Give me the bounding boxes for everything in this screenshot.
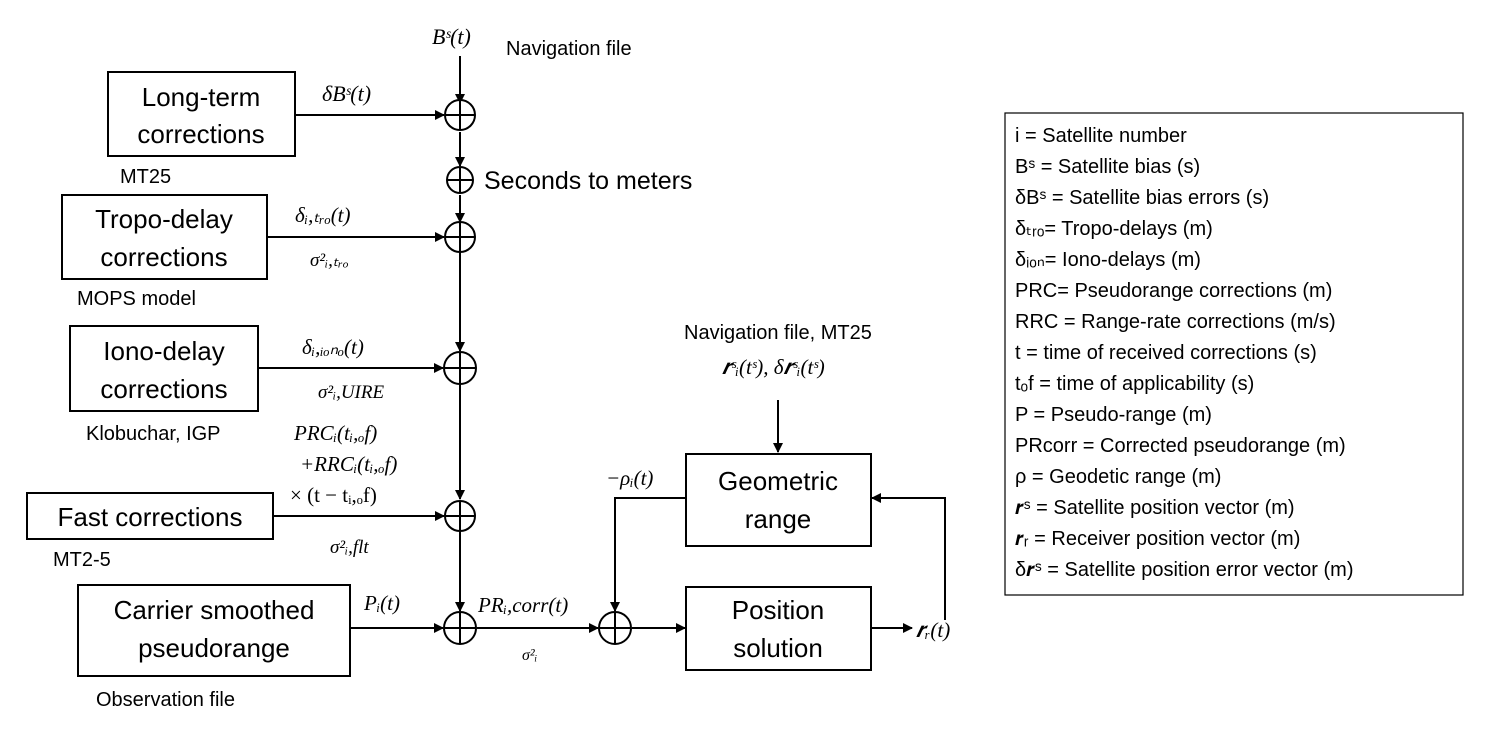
nav-file-label: Navigation file (506, 38, 632, 60)
pos-label-2: solution (733, 633, 823, 663)
legend-item: 𝒓ˢ = Satellite position vector (m) (1015, 497, 1295, 519)
legend-item: δᵢₒₙ= Iono-delays (m) (1015, 249, 1201, 271)
longterm-corrections-block (107, 71, 296, 157)
tropo-signal-label: δᵢ,ₜᵣₒ(t) (295, 203, 351, 227)
arrow-receiver-feedback (871, 493, 946, 620)
legend-item: Bˢ = Satellite bias (s) (1015, 156, 1200, 178)
sum-junction-iono (443, 351, 477, 385)
geom-label-2: range (745, 504, 812, 534)
carrier-source: Observation file (96, 689, 235, 711)
sum-junction-bias (444, 99, 476, 131)
longterm-source: MT25 (120, 166, 171, 188)
legend-item: tₒf = time of applicability (s) (1015, 373, 1254, 395)
arrow-rho-feedback (610, 497, 686, 612)
flt-variance-label: σ²ᵢ,flt (330, 537, 369, 558)
iono-label-1: Iono-delay (103, 336, 224, 366)
legend-item: i = Satellite number (1015, 125, 1187, 147)
carrier-label-1: Carrier smoothed (114, 595, 315, 625)
iono-source: Klobuchar, IGP (86, 423, 221, 445)
legend-item: PRC= Pseudorange corrections (m) (1015, 280, 1332, 302)
carrier-label-2: pseudorange (138, 633, 290, 663)
iono-label-2: corrections (100, 374, 227, 404)
fast-corrections-block (26, 492, 274, 540)
tropo-label-2: corrections (100, 242, 227, 272)
legend-item: RRC = Range-rate corrections (m/s) (1015, 311, 1336, 333)
tropo-label-1: Tropo-delay (95, 204, 233, 234)
iono-signal-label: δᵢ,ᵢₒₙₒ(t) (302, 335, 364, 359)
legend-item: ρ = Geodetic range (m) (1015, 466, 1221, 488)
position-solution-block (685, 586, 872, 671)
sum-junction-seconds-to-meters (446, 166, 474, 194)
carrier-smoothed-block (77, 584, 351, 677)
longterm-label-2: corrections (137, 119, 264, 149)
receiver-position-label: 𝒓ᵣ(t) (916, 618, 950, 642)
legend-item: PRcorr = Corrected pseudorange (m) (1015, 435, 1346, 457)
fast-signal-line-1: PRCᵢ(tᵢ,ₒf) (293, 421, 377, 445)
pr-corr-label: PRᵢ,corr(t) (477, 593, 568, 617)
tropo-source: MOPS model (77, 288, 196, 310)
tropo-variance-label: σ²ᵢ,ₜᵣₒ (310, 250, 349, 271)
p-i-label: Pᵢ(t) (363, 591, 400, 615)
longterm-label-1: Long-term (142, 82, 261, 112)
fast-source: MT2-5 (53, 549, 111, 571)
iono-delay-block (69, 325, 259, 412)
legend-items: i = Satellite number Bˢ = Satellite bias … (1015, 125, 1354, 581)
seconds-to-meters-label: Seconds to meters (484, 167, 692, 195)
sat-position-label: 𝒓ˢᵢ(tˢ), δ𝒓ˢᵢ(tˢ) (722, 355, 825, 379)
geom-label-1: Geometric (718, 466, 838, 496)
sum-junction-range (598, 611, 632, 645)
sum-junction-fast (444, 500, 476, 532)
top-input-label: Bˢ(t) (432, 24, 471, 49)
legend-item: t = time of received corrections (s) (1015, 342, 1317, 364)
delta-b-label: δBˢ(t) (322, 81, 371, 106)
iono-variance-label: σ²ᵢ,UIRE (318, 382, 384, 403)
sum-junction-pseudorange (443, 611, 477, 645)
rho-label: −ρᵢ(t) (606, 466, 653, 490)
legend-item: δBˢ = Satellite bias errors (s) (1015, 187, 1269, 209)
geometric-range-block (685, 453, 872, 547)
legend-box (1004, 112, 1464, 596)
sigma-i-label: σ²ᵢ (522, 647, 537, 664)
pos-label-1: Position (732, 595, 825, 625)
legend-item: P = Pseudo-range (m) (1015, 404, 1212, 426)
fast-signal-line-2: +RRCᵢ(tᵢ,ₒf) (300, 452, 397, 476)
tropo-delay-block (61, 194, 268, 280)
legend-item: δₜᵣₒ= Tropo-delays (m) (1015, 218, 1213, 240)
legend-item: 𝒓ᵣ = Receiver position vector (m) (1015, 528, 1300, 550)
nav-mt25-label: Navigation file, MT25 (684, 322, 872, 344)
sum-junction-tropo (444, 221, 476, 253)
fast-signal-line-3: × (t − tᵢ,ₒf) (290, 483, 377, 507)
fast-label: Fast corrections (58, 502, 243, 532)
legend-item: δ𝒓ˢ = Satellite position error vector (m… (1015, 559, 1354, 581)
